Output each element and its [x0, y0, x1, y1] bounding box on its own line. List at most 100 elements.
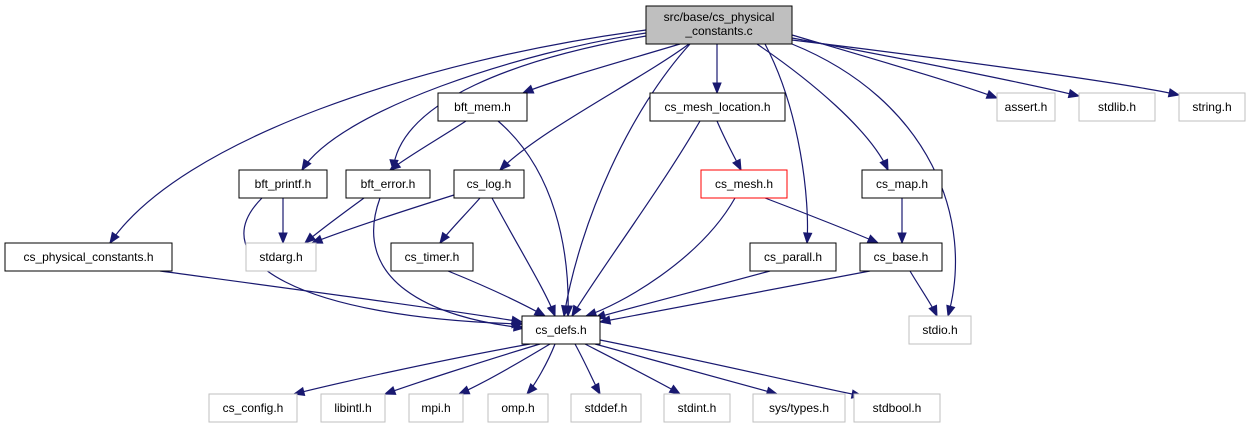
node-label: assert.h [1005, 100, 1048, 114]
arrowhead [526, 383, 538, 396]
node-label: cs_map.h [876, 177, 928, 191]
node-label: stdio.h [922, 323, 957, 337]
edge-root-to-cs-map [756, 43, 889, 172]
node-label: cs_parall.h [764, 250, 822, 264]
edge-root-to-cs-mesh-location [712, 43, 722, 95]
edge-cs-log-to-stdarg [310, 194, 455, 244]
edge-cs-physical-constants-to-cs-defs [159, 270, 524, 325]
edge-cs-defs-to-mpi [457, 343, 551, 395]
edge-bft-printf-to-stdarg [278, 197, 288, 245]
node-box [408, 393, 464, 423]
node-label: cs_config.h [223, 401, 284, 415]
arrowhead [457, 385, 471, 395]
arrowhead [985, 89, 999, 99]
node-label: bft_printf.h [255, 177, 312, 191]
node-box [996, 92, 1056, 122]
edge-bft-mem-to-cs-defs [497, 120, 574, 318]
node-cs-base[interactable]: cs_base.h [859, 242, 943, 272]
node-box [570, 393, 642, 423]
arrowhead [278, 232, 288, 245]
node-label: mpi.h [421, 401, 450, 415]
edges-layer [109, 29, 1181, 399]
edge-root-to-bft-mem [521, 43, 681, 94]
node-cs-mesh[interactable]: cs_mesh.h [700, 169, 788, 199]
node-label: cs_timer.h [405, 250, 460, 264]
arrowhead [563, 305, 574, 318]
node-label: stddef.h [585, 401, 628, 415]
node-box [649, 92, 786, 122]
edge-cs-mesh-location-to-cs-defs [571, 120, 701, 318]
arrowhead [513, 322, 526, 332]
edge-root-to-cs-log [499, 43, 690, 171]
node-box [245, 242, 317, 272]
edge-cs-defs-to-stdint [584, 343, 682, 395]
node-label: bft_mem.h [454, 100, 511, 114]
edge-cs-defs-to-stdbool [599, 339, 864, 399]
edge-cs-defs-to-cs-config [292, 343, 531, 397]
arrowhead [571, 304, 582, 318]
arrowhead [668, 384, 682, 395]
node-box [908, 315, 972, 345]
edge-cs-mesh-location-to-cs-mesh [716, 120, 742, 172]
node-stdbool: stdbool.h [853, 393, 941, 423]
node-bft-printf[interactable]: bft_printf.h [238, 169, 328, 199]
edge-cs-defs-to-libintl [383, 343, 541, 395]
node-cs-parall[interactable]: cs_parall.h [749, 242, 837, 272]
node-mpi: mpi.h [408, 393, 464, 423]
node-box [645, 5, 793, 45]
node-stdint: stdint.h [663, 393, 731, 423]
arrowhead [879, 158, 889, 172]
node-box [320, 393, 386, 423]
node-bft-mem[interactable]: bft_mem.h [437, 92, 528, 122]
node-label: stdbool.h [873, 401, 922, 415]
edge-cs-mesh-to-cs-defs [584, 197, 736, 318]
edge-cs-log-to-cs-defs [491, 197, 556, 318]
node-assert: assert.h [996, 92, 1056, 122]
node-box [1078, 92, 1156, 122]
node-cs-map[interactable]: cs_map.h [861, 169, 943, 199]
node-box [700, 169, 788, 199]
edge-cs-mesh-to-cs-base [764, 197, 880, 244]
node-box [1178, 92, 1246, 122]
arrowhead [521, 84, 535, 94]
node-cs-mesh-location[interactable]: cs_mesh_location.h [649, 92, 786, 122]
node-root[interactable]: src/base/cs_physical_constants.c [645, 5, 793, 45]
node-label: cs_mesh.h [715, 177, 773, 191]
node-string: string.h [1178, 92, 1246, 122]
edge-root-to-stdlib [791, 37, 1081, 99]
node-omp: omp.h [487, 393, 549, 423]
node-cs-physical-constants[interactable]: cs_physical_constants.h [4, 242, 173, 272]
arrowhead [732, 158, 742, 172]
arrowhead [866, 234, 880, 244]
node-cs-log[interactable]: cs_log.h [453, 169, 525, 199]
node-stdlib: stdlib.h [1078, 92, 1156, 122]
node-box [752, 393, 846, 423]
node-label: string.h [1192, 100, 1231, 114]
node-stddef: stddef.h [570, 393, 642, 423]
node-box [390, 242, 474, 272]
node-box [487, 393, 549, 423]
arrowhead [383, 385, 397, 395]
arrowhead [388, 159, 402, 171]
node-label: sys/types.h [769, 401, 829, 415]
node-box [853, 393, 941, 423]
node-cs-defs[interactable]: cs_defs.h [521, 315, 601, 345]
edge-root-to-cs-parall [764, 43, 813, 245]
edge-cs-defs-to-systypes [594, 343, 779, 396]
arrowhead [533, 306, 547, 317]
node-label: cs_log.h [467, 177, 512, 191]
node-box [749, 242, 837, 272]
arrowhead [803, 232, 813, 245]
node-label: bft_error.h [361, 177, 416, 191]
node-box [4, 242, 173, 272]
node-bft-error[interactable]: bft_error.h [345, 169, 431, 199]
edge-bft-error-to-cs-defs [373, 197, 526, 332]
node-libintl: libintl.h [320, 393, 386, 423]
node-systypes: sys/types.h [752, 393, 846, 423]
arrowhead [303, 232, 317, 244]
node-box [663, 393, 731, 423]
node-stdarg: stdarg.h [245, 242, 317, 272]
arrowhead [598, 315, 612, 325]
node-cs-timer[interactable]: cs_timer.h [390, 242, 474, 272]
arrowhead [499, 159, 511, 171]
